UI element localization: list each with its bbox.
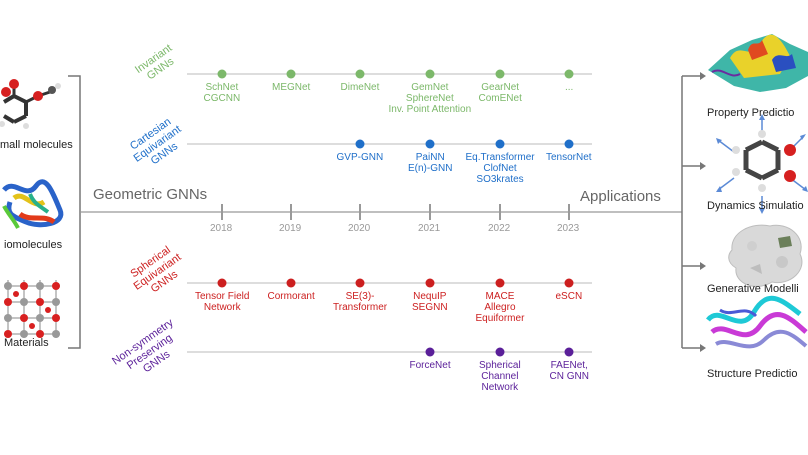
model-name: CN GNN (549, 371, 589, 382)
model-name: Cormorant (267, 291, 315, 302)
application-arrows (682, 72, 706, 352)
model-name: Allegro (484, 302, 516, 313)
model-dot-spherical-2018 (217, 278, 227, 288)
model-label-spherical-2019: Cormorant (268, 291, 315, 302)
year-label-2018: 2018 (210, 223, 233, 234)
model-name: SEGNN (412, 302, 448, 313)
input-label-biomolecules: iomolecules (4, 239, 63, 251)
model-name: Channel (481, 371, 519, 382)
input-bracket (68, 75, 81, 349)
model-name: Transformer (333, 302, 388, 313)
model-name: FAENet, (550, 360, 588, 371)
model-dot-cartesian-2023 (564, 139, 574, 149)
model-dot-spherical-2019 (286, 278, 296, 288)
model-name: NequIP (413, 291, 447, 302)
model-label-cartesian-2020: GVP-GNN (337, 152, 384, 163)
year-label-2020: 2020 (348, 223, 371, 234)
applications-title: Applications (580, 188, 661, 205)
year-label-2019: 2019 (279, 223, 302, 234)
model-name: Network (481, 382, 519, 393)
model-label-invariant-2023: ... (565, 82, 573, 93)
model-dot-cartesian-2020 (355, 139, 365, 149)
application-label-structure-prediction: Structure Predictio (707, 368, 798, 380)
model-label-cartesian-2023: TensorNet (546, 152, 592, 163)
model-dot-invariant-2022 (495, 69, 505, 79)
model-label-nonsym-2021: ForceNet (410, 360, 451, 371)
model-dot-invariant-2020 (355, 69, 365, 79)
model-name: eSCN (555, 291, 583, 302)
model-name: Tensor Field (195, 291, 250, 302)
biomolecule-icon (2, 179, 64, 229)
model-name: E(n)-GNN (408, 163, 453, 174)
model-name: ClofNet (483, 163, 517, 174)
model-dot-nonsym-2022 (495, 347, 505, 357)
model-dot-spherical-2020 (355, 278, 365, 288)
small-molecule-icon (0, 79, 61, 129)
model-dot-invariant-2018 (217, 69, 227, 79)
model-name: Inv. Point Attention (388, 104, 472, 115)
structure-ribbon-icon (706, 295, 808, 349)
model-name: ComENet (478, 93, 522, 104)
materials-crystal-icon (4, 280, 60, 338)
model-dot-invariant-2019 (286, 69, 296, 79)
input-label-small-molecules: mall molecules (0, 139, 73, 151)
model-name: ForceNet (409, 360, 451, 371)
model-dot-spherical-2023 (564, 278, 574, 288)
model-name: PaiNN (415, 152, 445, 163)
model-name: Eq.Transformer (465, 152, 535, 163)
model-name: Network (203, 302, 241, 313)
model-dot-nonsym-2021 (425, 347, 435, 357)
model-dot-nonsym-2023 (564, 347, 574, 357)
model-name: Equiformer (475, 313, 525, 324)
application-label-property-prediction: Property Predictio (707, 107, 795, 119)
model-name: MEGNet (272, 82, 311, 93)
model-dot-spherical-2021 (425, 278, 435, 288)
model-dot-spherical-2022 (495, 278, 505, 288)
model-name: SchNet (205, 82, 239, 93)
model-name: CGCNN (203, 93, 241, 104)
model-name: SO3krates (476, 174, 524, 185)
model-dot-invariant-2023 (564, 69, 574, 79)
model-label-spherical-2020: SE(3)-Transformer (333, 291, 387, 313)
model-name: GVP-GNN (336, 152, 384, 163)
model-label-nonsym-2023: FAENet,CN GNN (550, 360, 589, 382)
year-label-2022: 2022 (488, 223, 511, 234)
model-label-invariant-2019: MEGNet (272, 82, 310, 93)
model-dot-cartesian-2022 (495, 139, 505, 149)
diagram-title: Geometric GNNs (93, 186, 208, 203)
year-label-2023: 2023 (557, 223, 580, 234)
application-label-dynamics-simulation: Dynamics Simulatio (707, 200, 804, 212)
model-name: SphereNet (405, 93, 454, 104)
year-label-2021: 2021 (418, 223, 441, 234)
application-label-generative-modelling: Generative Modelli (707, 283, 799, 295)
model-name: ... (565, 82, 574, 93)
generative-protein-surface-icon (728, 224, 803, 287)
model-name: GearNet (481, 82, 520, 93)
dynamics-molecule-icon (716, 114, 808, 214)
model-name: GemNet (411, 82, 449, 93)
property-surface-icon (708, 34, 808, 92)
model-name: Spherical (479, 360, 521, 371)
model-name: TensorNet (546, 152, 592, 163)
input-label-materials: Materials (4, 337, 49, 349)
model-name: DimeNet (340, 82, 380, 93)
model-dot-invariant-2021 (425, 69, 435, 79)
model-dot-cartesian-2021 (425, 139, 435, 149)
model-name: MACE (485, 291, 515, 302)
model-name: SE(3)- (345, 291, 375, 302)
model-label-invariant-2020: DimeNet (341, 82, 380, 93)
model-label-spherical-2023: eSCN (556, 291, 583, 302)
